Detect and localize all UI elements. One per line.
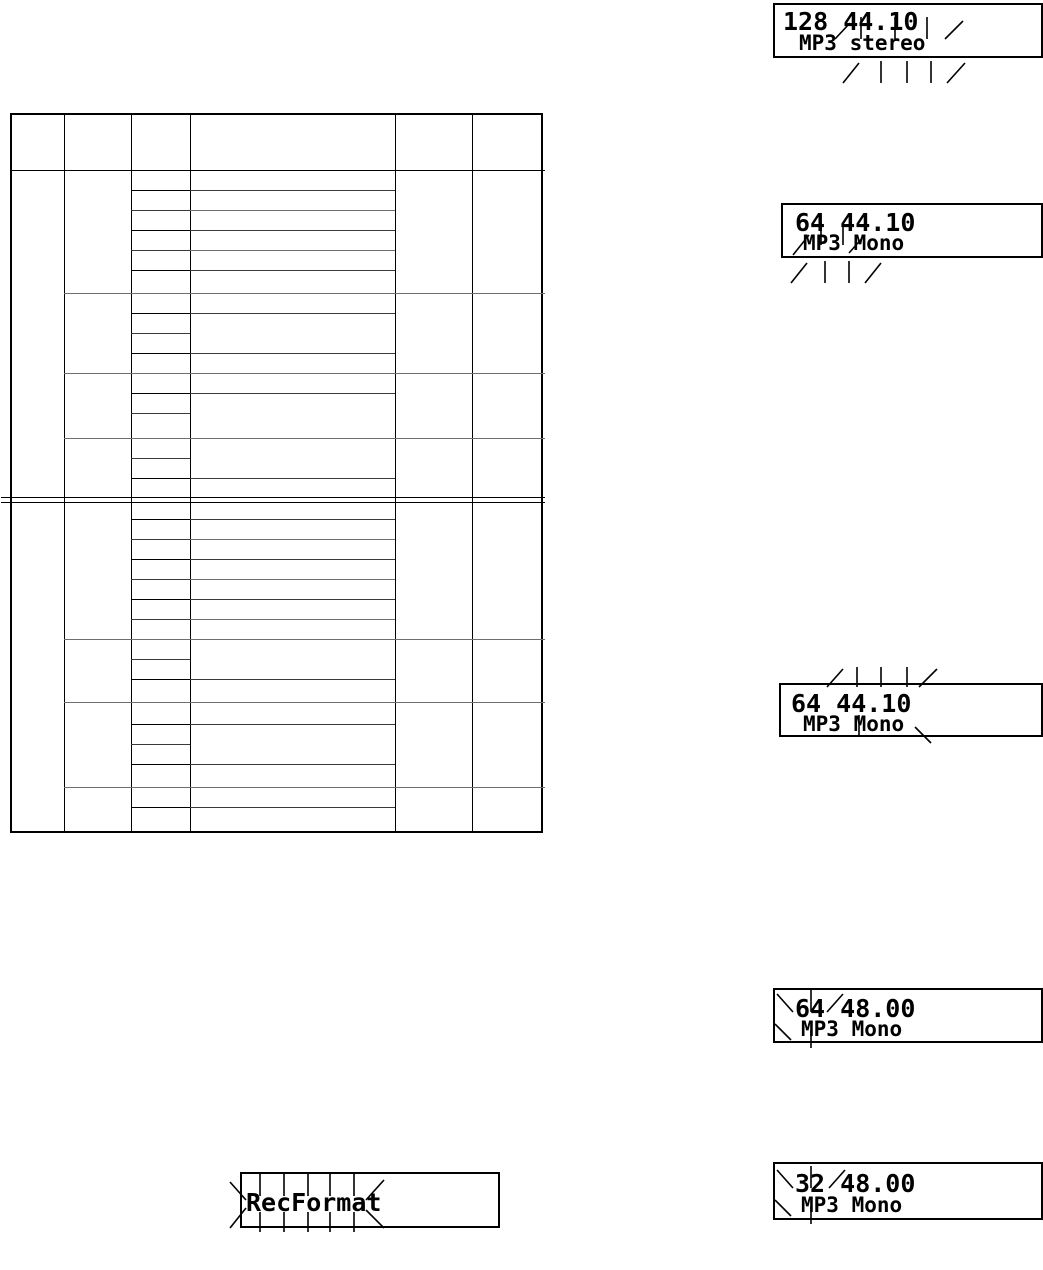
lcd-display-mp3-mono-64-4410-b-line-1: 64 44.10 — [791, 689, 912, 718]
lcd-display-mp3-mono-32-4800-line-1: 32 48.00 — [795, 1169, 916, 1198]
table-row-rule — [131, 679, 190, 680]
table-row-rule — [64, 293, 545, 294]
lcd-display-mp3-mono-64-4410-a-line-1: 64 44.10 — [795, 208, 916, 237]
table-row-rule — [131, 413, 190, 414]
table-row-rule — [190, 313, 395, 314]
table-row-rule — [64, 787, 545, 788]
lcd-display-recformat-line-1: RecFormat — [246, 1188, 382, 1217]
table-row-rule — [131, 807, 190, 808]
table-row-rule — [12, 170, 545, 171]
table-row-rule — [131, 458, 190, 459]
table-row-rule — [131, 230, 190, 231]
table-row-rule — [190, 478, 395, 479]
table-row-rule — [131, 190, 190, 191]
table-row-rule — [64, 438, 545, 439]
table-row-rule — [131, 659, 190, 660]
lcd-display-mp3-mono-32-4800-line-2: MP3 Mono — [801, 1193, 903, 1217]
recording-format-spec-table — [1, 113, 545, 833]
table-row-rule — [190, 579, 395, 580]
table-column-rule-col-6 — [472, 115, 473, 831]
table-column-rule-col-2 — [64, 115, 65, 831]
table-row-rule — [190, 230, 395, 231]
lcd-display-mp3-mono-64-4800-line-2: MP3 Mono — [801, 1017, 903, 1041]
table-row-rule — [131, 270, 190, 271]
table-row-rule — [190, 764, 395, 765]
table-row-rule — [131, 559, 190, 560]
table-row-rule — [131, 764, 190, 765]
table-row-rule — [131, 353, 190, 354]
table-row-rule — [131, 539, 190, 540]
table-row-rule — [190, 559, 395, 560]
table-row-rule — [131, 599, 190, 600]
table-row-rule — [190, 519, 395, 520]
table-row-rule — [64, 639, 545, 640]
table-row-rule — [64, 702, 545, 703]
table-column-rule-col-4 — [190, 115, 191, 831]
table-row-rule — [131, 250, 190, 251]
lcd-display-mp3-mono-64-4800-line-1: 64 48.00 — [795, 994, 916, 1023]
lcd-display-mp3-mono-64-4410-b-line-2: MP3 Mono — [803, 712, 905, 736]
table-row-rule — [190, 210, 395, 211]
table-row-rule — [131, 393, 190, 394]
table-row-rule — [64, 373, 545, 374]
table-row-rule — [190, 724, 395, 725]
table-row-rule — [131, 619, 190, 620]
table-row-rule — [190, 190, 395, 191]
table-row-rule — [190, 807, 395, 808]
table-row-rule — [131, 724, 190, 725]
lcd-display-mp3-stereo-128-line-1: 128 44.10 — [783, 7, 919, 36]
table-section-divider — [1, 497, 545, 503]
table-row-rule — [190, 250, 395, 251]
table-row-rule — [131, 579, 190, 580]
table-row-rule — [190, 353, 395, 354]
table-row-rule — [131, 744, 190, 745]
table-column-rule-col-3 — [131, 115, 132, 831]
table-row-rule — [190, 270, 395, 271]
table-row-rule — [190, 619, 395, 620]
table-column-rule-col-5 — [395, 115, 396, 831]
lcd-display-recformat: RecFormat — [229, 1172, 500, 1232]
table-row-rule — [131, 333, 190, 334]
table-row-rule — [190, 679, 395, 680]
lcd-display-mp3-mono-64-4410-a-line-2: MP3 Mono — [803, 231, 905, 255]
lcd-display-mp3-stereo-128-line-2: MP3 stereo — [799, 31, 926, 55]
table-row-rule — [131, 210, 190, 211]
table-row-rule — [131, 313, 190, 314]
table-row-rule — [190, 393, 395, 394]
table-row-rule — [131, 519, 190, 520]
table-row-rule — [190, 539, 395, 540]
table-row-rule — [190, 599, 395, 600]
table-row-rule — [131, 478, 190, 479]
